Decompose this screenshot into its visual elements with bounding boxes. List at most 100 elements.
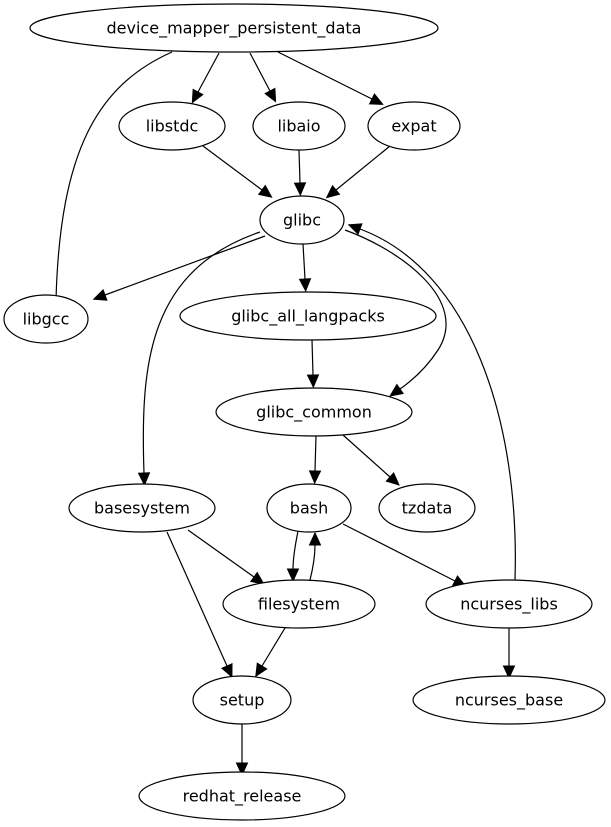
edge-bash-to-ncurses_libs [342, 523, 467, 587]
node-shape [192, 675, 292, 725]
arrowhead-icon [257, 184, 273, 198]
node-bash: bash [266, 483, 352, 533]
node-ncurses-libs: ncurses_libs [425, 579, 593, 629]
node-shape [252, 101, 346, 151]
node-label: glibc [283, 211, 321, 230]
node-label: bash [290, 499, 328, 518]
node-label: ncurses_base [455, 691, 563, 711]
node-shape [179, 291, 437, 341]
edge-ncurses_libs-to-glibc [347, 223, 516, 581]
arrowhead-icon [298, 278, 312, 293]
node-shape [367, 101, 461, 151]
node-shape [222, 579, 376, 629]
node-glibc: glibc [259, 195, 345, 245]
edge-ncurses_libs-to-ncurses_base [502, 628, 516, 680]
edge-bash-to-filesystem [286, 530, 300, 583]
edges-layer [49, 51, 516, 777]
node-label: glibc_all_langpacks [231, 307, 385, 327]
node-label: filesystem [258, 595, 340, 614]
node-label: libaio [277, 117, 320, 136]
edge-line [261, 627, 286, 667]
arrowhead-icon [347, 223, 363, 236]
edge-device_mapper_persistent_data-to-libgcc [49, 51, 173, 314]
edge-line [302, 243, 306, 280]
arrowhead-icon [191, 88, 204, 104]
edge-filesystem-to-bash [308, 531, 322, 581]
node-shape [378, 483, 476, 533]
node-label: setup [220, 691, 265, 710]
edge-line [187, 529, 255, 578]
node-glibc-common: glibc_common [215, 387, 413, 437]
node-tzdata: tzdata [378, 483, 476, 533]
arrowhead-icon [286, 568, 300, 583]
edge-line [166, 531, 228, 667]
edge-glibc-to-glibc_all_langpacks [298, 243, 312, 293]
edge-line [309, 544, 316, 581]
edge-basesystem-to-setup [166, 531, 233, 679]
arrowhead-icon [306, 374, 320, 389]
edge-libaio-to-glibc [293, 149, 307, 197]
arrowhead-icon [221, 662, 233, 679]
edge-glibc-to-basesystem [137, 231, 261, 487]
edge-glibc_common-to-bash [308, 435, 322, 485]
edge-device_mapper_persistent_data-to-libstdc [191, 52, 220, 104]
node-ncurses-base: ncurses_base [412, 675, 606, 725]
arrowhead-icon [249, 571, 265, 585]
edge-line [249, 52, 271, 92]
edge-line [314, 435, 317, 472]
node-shape [29, 3, 439, 53]
edge-device_mapper_persistent_data-to-libaio [249, 52, 277, 103]
edge-line [202, 145, 263, 191]
edge-line [197, 52, 220, 93]
node-label: device_mapper_persistent_data [107, 19, 362, 39]
edge-line [335, 145, 391, 191]
node-shape [215, 387, 413, 437]
node-label: glibc_common [256, 403, 372, 423]
node-glibc-all-langpacks: glibc_all_langpacks [179, 291, 437, 341]
node-shape [425, 579, 593, 629]
edge-glibc_common-to-tzdata [342, 434, 400, 486]
arrowhead-icon [325, 184, 341, 199]
edge-line [104, 235, 266, 296]
edge-device_mapper_persistent_data-to-expat [277, 51, 384, 105]
edge-basesystem-to-filesystem [187, 529, 265, 585]
node-expat: expat [367, 101, 461, 151]
edge-setup-to-redhat_release [235, 724, 249, 777]
arrowhead-icon [502, 665, 516, 680]
node-filesystem: filesystem [222, 579, 376, 629]
arrowhead-icon [308, 531, 322, 546]
edge-line [342, 434, 391, 478]
node-shape [68, 483, 216, 533]
arrowhead-icon [235, 762, 249, 777]
node-shape [412, 675, 606, 725]
edge-line [359, 228, 516, 581]
node-setup: setup [192, 675, 292, 725]
node-label: basesystem [94, 499, 190, 518]
node-basesystem: basesystem [68, 483, 216, 533]
arrowhead-icon [255, 662, 268, 678]
node-label: libgcc [23, 310, 70, 329]
edge-line [55, 51, 173, 301]
edge-glibc-to-libgcc [92, 235, 266, 301]
edge-glibc_all_langpacks-to-glibc_common [306, 339, 320, 389]
arrowhead-icon [293, 182, 307, 197]
edge-line [298, 149, 301, 184]
edge-line [342, 523, 456, 582]
edge-filesystem-to-setup [255, 627, 286, 678]
node-label: libstdc [146, 117, 199, 136]
node-shape [3, 294, 89, 344]
node-device-mapper-persistent-data: device_mapper_persistent_data [29, 3, 439, 53]
node-libaio: libaio [252, 101, 346, 151]
arrowhead-icon [368, 93, 384, 105]
node-shape [259, 195, 345, 245]
edge-line [344, 229, 447, 390]
edge-libstdc-to-glibc [202, 145, 273, 198]
node-libstdc: libstdc [118, 101, 226, 151]
node-label: expat [391, 117, 436, 136]
edge-line [142, 231, 261, 474]
node-libgcc: libgcc [3, 294, 89, 344]
node-shape [118, 101, 226, 151]
arrowhead-icon [137, 472, 151, 487]
